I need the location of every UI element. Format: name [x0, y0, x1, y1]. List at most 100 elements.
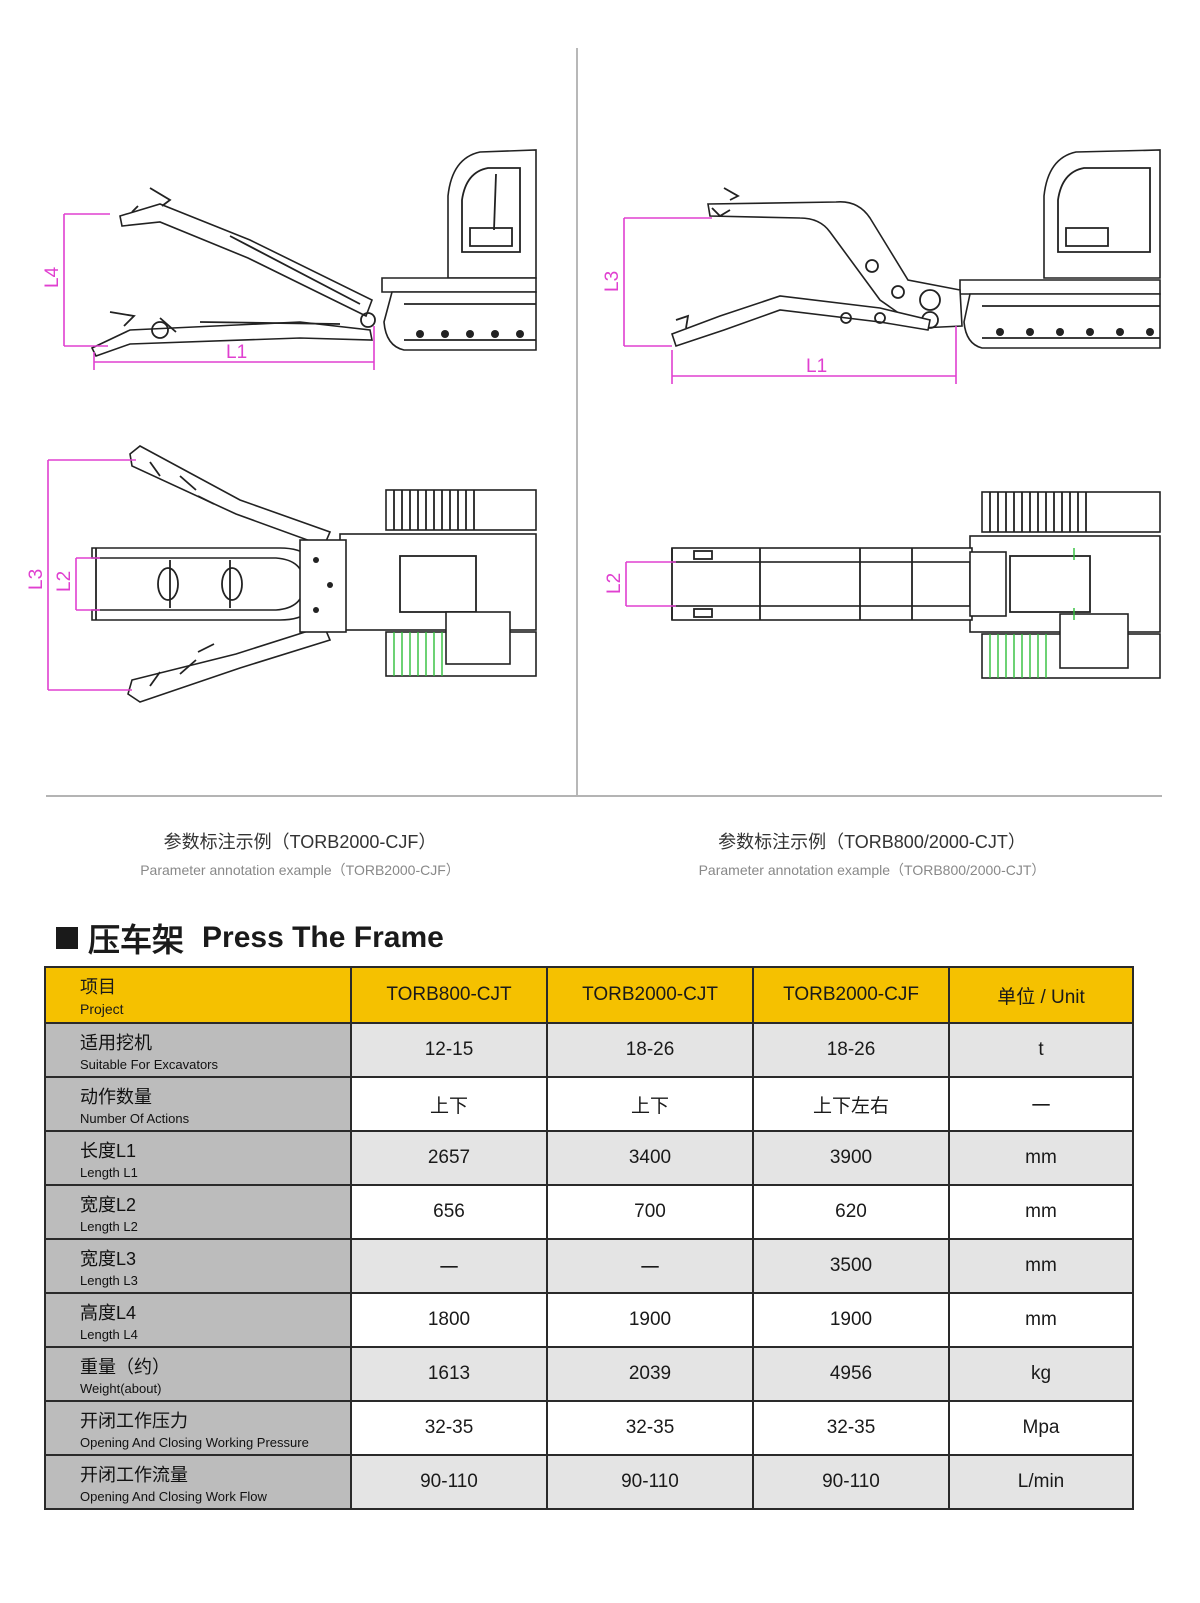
table-cell-unit: L/min: [948, 1454, 1134, 1510]
table-cell-unit: 一: [948, 1076, 1134, 1132]
header-col-3: TORB2000-CJF: [752, 966, 950, 1024]
caption-left-en: Parameter annotation example（TORB2000-CJ…: [140, 862, 460, 878]
header-col-1: TORB800-CJT: [350, 966, 548, 1024]
header-project-en: Project: [80, 1001, 124, 1017]
table-cell: 12-15: [350, 1022, 548, 1078]
table-cell-unit: mm: [948, 1292, 1134, 1348]
left-side-view: L4 L1: [42, 149, 537, 370]
row-label-cn: 宽度L2: [80, 1194, 137, 1215]
table-cell: 90-110: [350, 1454, 548, 1510]
dim-label-r-l3: L3: [602, 271, 623, 292]
section-title-cn: 压车架: [88, 922, 185, 958]
table-cell: 上下: [546, 1076, 754, 1132]
table-cell: 32-35: [350, 1400, 548, 1456]
right-side-view: L3 L1: [602, 149, 1161, 384]
table-cell: 3400: [546, 1130, 754, 1186]
dim-label-l2: L2: [54, 571, 75, 592]
table-cell: 1900: [752, 1292, 950, 1348]
row-label-cn: 高度L4: [80, 1302, 137, 1323]
dim-label-l3: L3: [26, 569, 47, 590]
row-label-en: Suitable For Excavators: [80, 1056, 219, 1072]
table-cell: 1900: [546, 1292, 754, 1348]
row-label: 开闭工作流量 Opening And Closing Work Flow: [44, 1454, 352, 1510]
table-cell: 2039: [546, 1346, 754, 1402]
row-label: 开闭工作压力 Opening And Closing Working Pressu…: [44, 1400, 352, 1456]
table-cell-unit: mm: [948, 1130, 1134, 1186]
row-label-en: Length L4: [80, 1326, 138, 1342]
table-cell: 一: [350, 1238, 548, 1294]
table-cell: 32-35: [752, 1400, 950, 1456]
caption-right-en: Parameter annotation example（TORB800/200…: [698, 862, 1046, 878]
table-row: 开闭工作压力 Opening And Closing Working Pressu…: [44, 1400, 1134, 1456]
row-label-cn: 宽度L3: [80, 1248, 137, 1269]
row-label-en: Opening And Closing Working Pressure: [80, 1434, 309, 1450]
caption-left-cn: 参数标注示例（TORB2000-CJF）: [163, 832, 437, 852]
table-row: 动作数量 Number Of Actions 上下 上下 上下左右 一: [44, 1076, 1134, 1132]
section-title-en: Press The Frame: [202, 921, 444, 954]
table-cell-unit: kg: [948, 1346, 1134, 1402]
header-project-cn: 项目: [80, 977, 116, 997]
row-label-cn: 长度L1: [80, 1140, 137, 1161]
table-cell: 90-110: [546, 1454, 754, 1510]
right-top-view: L2: [604, 491, 1161, 679]
table-cell-unit: Mpa: [948, 1400, 1134, 1456]
row-label: 动作数量 Number Of Actions: [44, 1076, 352, 1132]
header-col-2: TORB2000-CJT: [546, 966, 754, 1024]
row-label-en: Opening And Closing Work Flow: [80, 1488, 267, 1504]
table-row: 开闭工作流量 Opening And Closing Work Flow 90-1…: [44, 1454, 1134, 1510]
technical-drawings: L4 L1 L3 L2: [26, 48, 1162, 797]
table-cell: 3500: [752, 1238, 950, 1294]
dim-label-l1: L1: [226, 342, 247, 363]
dim-label-l4: L4: [42, 266, 63, 288]
header-col-unit: 单位 / Unit: [948, 966, 1134, 1024]
row-label: 适用挖机 Suitable For Excavators: [44, 1022, 352, 1078]
row-label-cn: 动作数量: [80, 1086, 152, 1107]
caption-left: 参数标注示例（TORB2000-CJF） Parameter annotatio…: [20, 828, 580, 880]
table-cell: 32-35: [546, 1400, 754, 1456]
row-label-cn: 开闭工作流量: [80, 1464, 188, 1485]
table-cell-unit: t: [948, 1022, 1134, 1078]
row-label-en: Number Of Actions: [80, 1110, 190, 1126]
row-label-en: Weight(about): [80, 1380, 162, 1396]
caption-right: 参数标注示例（TORB800/2000-CJT） Parameter annot…: [592, 828, 1152, 880]
left-top-view: L3 L2: [26, 445, 537, 703]
dim-label-r-l1: L1: [806, 356, 827, 377]
table-cell: 4956: [752, 1346, 950, 1402]
table-cell-unit: mm: [948, 1184, 1134, 1240]
bullet-square-icon: [56, 927, 78, 949]
table-header-row: 项目 Project TORB800-CJT TORB2000-CJT TORB…: [44, 966, 1134, 1024]
table-cell-unit: mm: [948, 1238, 1134, 1294]
row-label-en: Length L1: [80, 1164, 138, 1180]
table-cell: 90-110: [752, 1454, 950, 1510]
table-cell: 18-26: [546, 1022, 754, 1078]
caption-right-cn: 参数标注示例（TORB800/2000-CJT）: [718, 832, 1026, 852]
table-cell: 上下左右: [752, 1076, 950, 1132]
table-cell: 620: [752, 1184, 950, 1240]
table-cell: 18-26: [752, 1022, 950, 1078]
row-label-en: Length L2: [80, 1218, 138, 1234]
section-title: 压车架 Press The Frame: [56, 918, 444, 958]
row-label-cn: 适用挖机: [80, 1032, 152, 1053]
header-project: 项目 Project: [44, 966, 352, 1024]
spec-table: 项目 Project TORB800-CJT TORB2000-CJT TORB…: [44, 966, 1134, 1510]
table-cell: 656: [350, 1184, 548, 1240]
table-cell: 1800: [350, 1292, 548, 1348]
table-cell: 700: [546, 1184, 754, 1240]
table-cell: 上下: [350, 1076, 548, 1132]
row-label-en: Length L3: [80, 1272, 138, 1288]
table-cell: 1613: [350, 1346, 548, 1402]
row-label-cn: 开闭工作压力: [80, 1410, 188, 1431]
table-cell: 2657: [350, 1130, 548, 1186]
dim-label-r-l2: L2: [604, 573, 625, 594]
table-row: 重量（约）Weight(about) 1613 2039 4956 kg: [44, 1346, 1134, 1402]
table-cell: 3900: [752, 1130, 950, 1186]
